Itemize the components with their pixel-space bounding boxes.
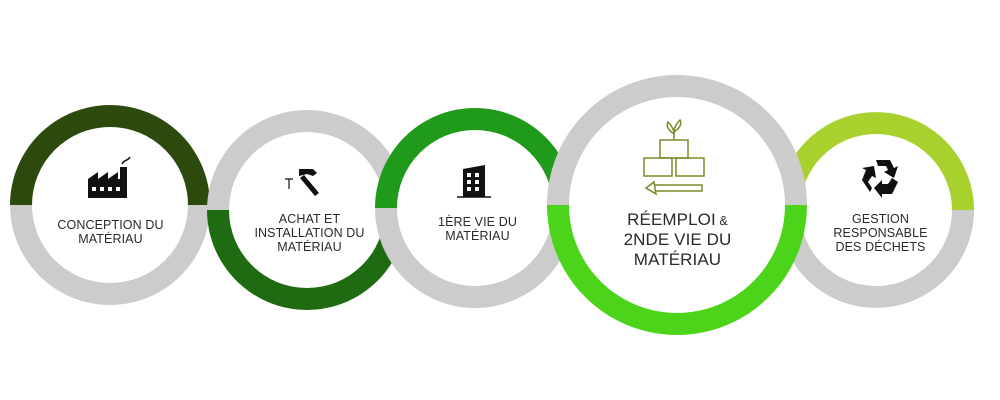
label-title-big: RÉEMPLOI <box>627 210 716 229</box>
stage-conception: CONCEPTION DU MATÉRIAU <box>57 218 163 246</box>
label-line: INSTALLATION DU <box>254 226 365 240</box>
label-line: DES DÉCHETS <box>835 240 926 254</box>
label-line: GESTION <box>852 212 909 226</box>
stage-ring-gestion <box>778 112 974 308</box>
label-title-line: RÉEMPLOI & <box>624 210 732 230</box>
stage-label-conception: CONCEPTION DU MATÉRIAU <box>57 218 163 246</box>
stage-ring-conception <box>10 105 210 305</box>
stage-achat: ACHAT ET INSTALLATION DU MATÉRIAU <box>254 212 364 254</box>
label-line: RESPONSABLE <box>833 226 928 240</box>
ring-reemploi-inner <box>569 97 785 313</box>
stage-label-premiere-vie: 1ÈRE VIE DU MATÉRIAU <box>438 215 517 243</box>
stage-ring-achat <box>207 110 407 310</box>
label-line: 1ÈRE VIE DU <box>438 215 517 229</box>
ring-achat-inner <box>229 132 385 288</box>
stage-label-reemploi: RÉEMPLOI & 2NDE VIE DU MATÉRIAU <box>624 210 732 270</box>
label-line: MATÉRIAU <box>277 240 342 254</box>
label-line: MATÉRIAU <box>445 229 510 243</box>
stage-label-gestion: GESTION RESPONSABLE DES DÉCHETS <box>833 212 927 254</box>
factory-icon <box>88 156 131 198</box>
recycle-icon <box>862 160 898 198</box>
label-line: ACHAT ET <box>278 212 341 226</box>
label-title-small: & <box>715 214 728 228</box>
stage-label-achat: ACHAT ET INSTALLATION DU MATÉRIAU <box>254 212 364 254</box>
label-line: 2NDE VIE DU <box>623 230 732 249</box>
stage-reemploi: RÉEMPLOI & 2NDE VIE DU MATÉRIAU <box>624 210 732 269</box>
ring-conception-inner <box>32 127 188 283</box>
reuse-blocks-icon <box>643 118 705 196</box>
hammer-icon <box>285 169 319 196</box>
ring-premiere-vie-inner <box>397 130 553 286</box>
label-line: MATÉRIAU <box>78 232 143 246</box>
stage-gestion: GESTION RESPONSABLE DES DÉCHETS <box>833 212 927 254</box>
stage-premiere-vie: 1ÈRE VIE DU MATÉRIAU <box>438 215 517 243</box>
label-line: MATÉRIAU <box>633 250 722 269</box>
ring-gestion-inner <box>800 134 952 286</box>
building-icon <box>457 165 491 198</box>
stage-ring-premiere-vie <box>375 108 575 308</box>
stage-ring-reemploi <box>547 75 807 335</box>
label-line: CONCEPTION DU <box>57 218 164 232</box>
